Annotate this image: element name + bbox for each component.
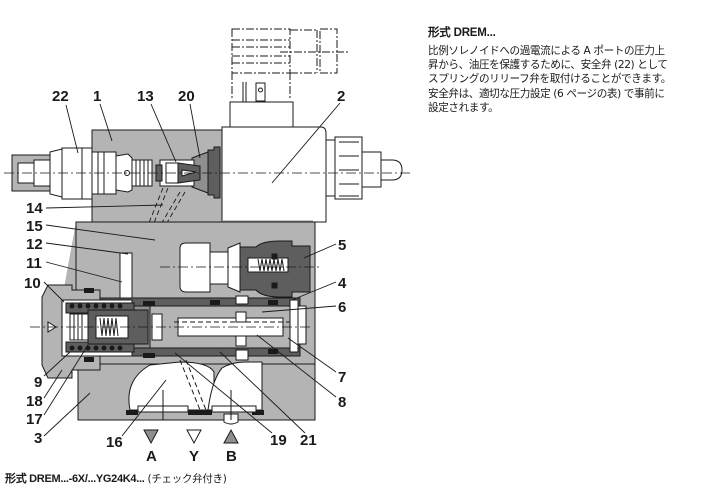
port-b-label: B	[226, 448, 237, 465]
connector-pins	[229, 82, 294, 129]
leader-lines	[43, 102, 341, 437]
callout-5: 5	[338, 237, 346, 254]
pole-tube	[207, 146, 221, 199]
description-line: 設定されます。	[428, 101, 499, 114]
callout-2: 2	[337, 88, 345, 105]
callout-16: 16	[106, 434, 123, 451]
callout-11: 11	[26, 255, 42, 272]
callout-13: 13	[137, 88, 154, 105]
callout-3: 3	[34, 430, 42, 447]
solenoid-coil	[221, 126, 327, 223]
port-a-triangle	[143, 429, 159, 445]
left-end-cap	[41, 284, 149, 379]
caption-note: (チェック弁付き)	[144, 473, 227, 485]
description-line: 安全弁は、適切な圧力設定 (6 ページの表) で事前に	[428, 87, 665, 100]
check-valve	[179, 240, 311, 298]
callout-4: 4	[338, 275, 347, 292]
caption-model: 形式 DREM...-6X/...YG24K4...	[5, 473, 145, 485]
callout-12: 12	[26, 236, 43, 253]
description-line: 比例ソレノイドへの過電流による A ポートの圧力上	[428, 45, 665, 57]
port-b-triangle	[223, 428, 239, 444]
description-line: スプリングのリリーフ弁を取付けることができます。	[428, 73, 671, 86]
callout-15: 15	[26, 218, 43, 235]
port-channels	[128, 359, 263, 425]
callout-7: 7	[338, 369, 346, 386]
callout-9: 9	[34, 374, 42, 391]
port-a-label: A	[146, 448, 157, 465]
description-block: 形式 DREM... 比例ソレノイドへの過電流による A ポートの圧力上 昇から…	[428, 24, 714, 115]
port-y-label: Y	[189, 448, 199, 465]
callout-17: 17	[26, 411, 43, 428]
seals	[84, 288, 278, 415]
callout-19: 19	[270, 432, 287, 449]
plug-connector-outline	[231, 28, 350, 100]
solenoid-nut	[325, 136, 403, 200]
callout-10: 10	[24, 275, 41, 292]
callout-18: 18	[26, 393, 43, 410]
callout-1: 1	[93, 88, 101, 105]
port-y-triangle	[186, 429, 202, 445]
callout-21: 21	[300, 432, 317, 449]
callout-8: 8	[338, 394, 346, 411]
description-title: 形式 DREM...	[428, 27, 496, 39]
callout-6: 6	[338, 299, 346, 316]
callout-22: 22	[52, 88, 69, 105]
main-spring	[69, 303, 123, 351]
callout-20: 20	[178, 88, 195, 105]
center-lines	[4, 172, 410, 328]
description-line: 昇から、油圧を保護するために、安全弁 (22) として	[428, 59, 668, 72]
callout-14: 14	[26, 200, 43, 217]
safety-valve	[11, 147, 153, 200]
figure-caption: 形式 DREM...-6X/...YG24K4... (チェック弁付き)	[5, 470, 227, 486]
